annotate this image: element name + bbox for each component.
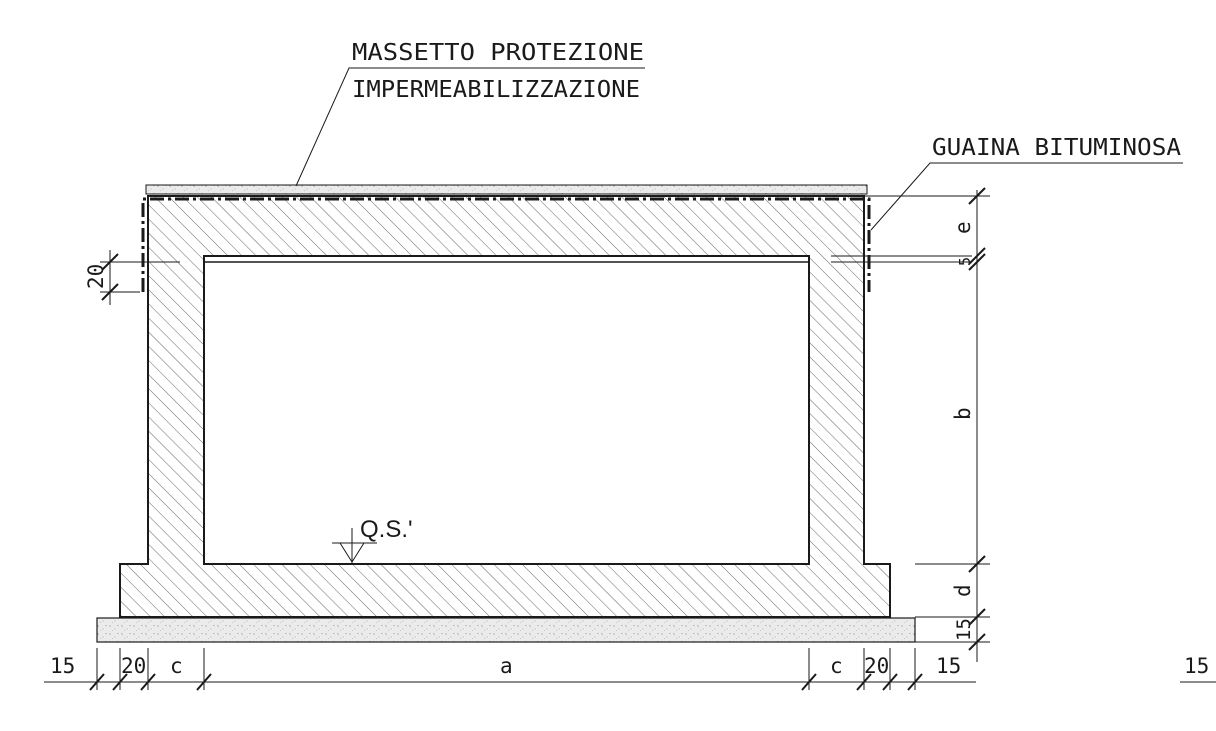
dim-bottom-a: a — [500, 654, 513, 678]
left-dimension-line — [100, 250, 140, 305]
label-protection-line1: MASSETTO PROTEZIONE — [352, 40, 644, 66]
dim-left-20: 20 — [84, 264, 108, 289]
concrete-structure — [119, 195, 891, 618]
label-membrane: GUAINA BITUMINOSA — [932, 135, 1181, 161]
dim-right-b: b — [951, 407, 975, 420]
label-protection-line2: IMPERMEABILIZZAZIONE — [352, 77, 640, 103]
dim-bottom-15-extra: 15 — [1184, 654, 1209, 678]
dim-bottom-c-right: c — [830, 654, 843, 678]
leader-membrane — [870, 162, 1183, 231]
leader-protection — [295, 67, 645, 187]
dim-bottom-20-right: 20 — [864, 654, 889, 678]
bituminous-membrane — [141, 197, 871, 292]
dim-bottom-20-left: 20 — [121, 654, 146, 678]
right-dimension-line — [864, 187, 990, 662]
dim-bottom-15-right: 15 — [936, 654, 961, 678]
dim-right-5: 5 — [956, 257, 974, 266]
dim-right-d: d — [951, 584, 975, 597]
bottom-dimension-line — [44, 648, 976, 691]
dim-bottom-15-left: 15 — [50, 654, 75, 678]
dim-bottom-c-left: c — [170, 654, 183, 678]
lean-concrete-base — [96, 617, 916, 643]
protection-screed — [145, 184, 868, 195]
dim-right-15: 15 — [953, 618, 975, 641]
level-mark-symbol — [332, 528, 377, 564]
dim-right-e: e — [951, 221, 975, 234]
label-level-mark: Q.S.' — [360, 516, 413, 543]
